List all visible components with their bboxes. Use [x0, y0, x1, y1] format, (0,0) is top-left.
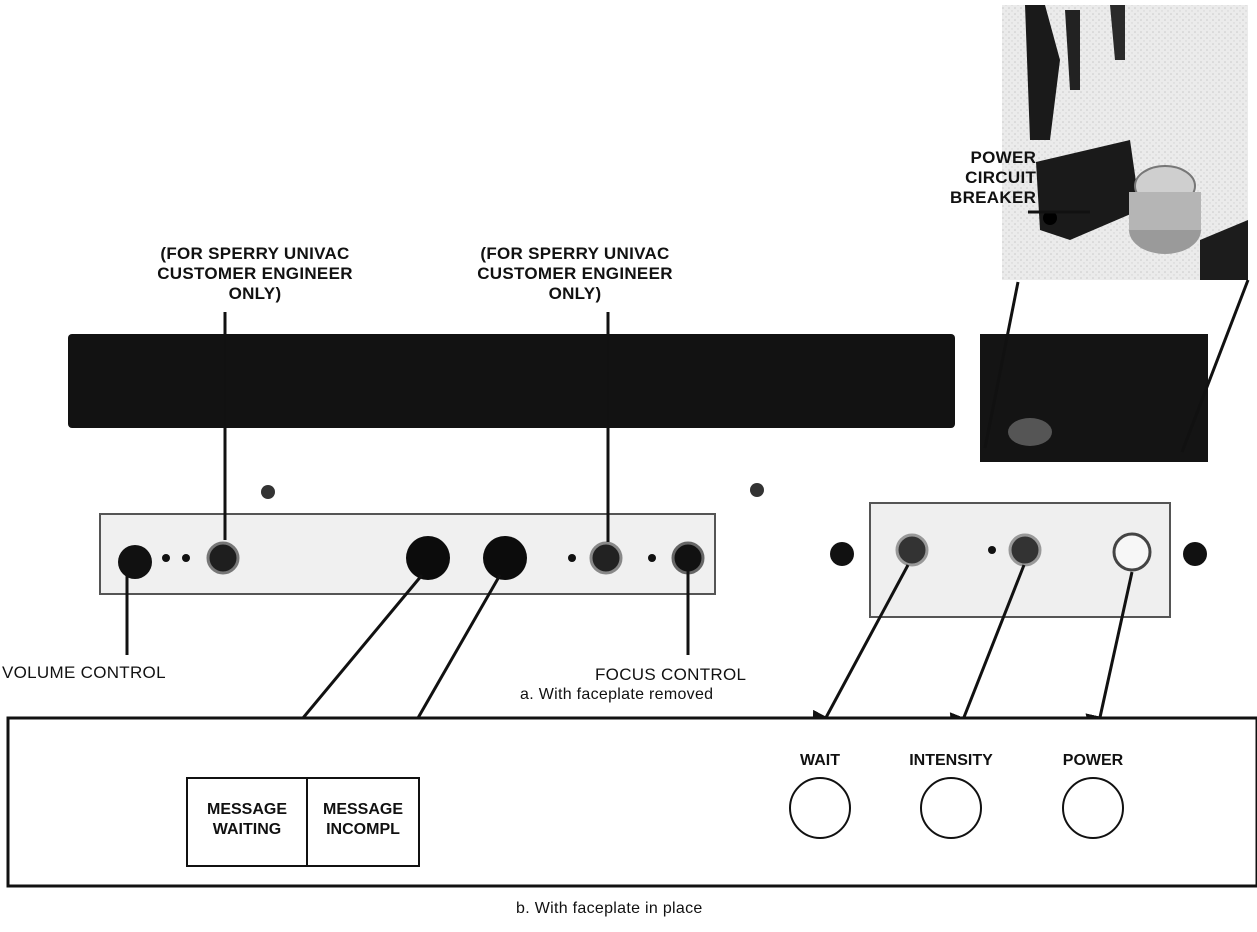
- intensity-label: INTENSITY: [909, 752, 993, 769]
- caption-a: a. With faceplate removed: [520, 686, 714, 703]
- intensity-button-circle: [920, 777, 982, 839]
- caption-b: b. With faceplate in place: [516, 900, 703, 917]
- volume-control-label: VOLUME CONTROL: [2, 663, 166, 682]
- power-label: POWER: [1062, 752, 1124, 769]
- message-incompl-label: MESSAGE INCOMPL: [322, 801, 403, 838]
- message-waiting-label: MESSAGE WAITING: [206, 801, 287, 838]
- ce-left-label: (FOR SPERRY UNIVAC CUSTOMER ENGINEER ONL…: [157, 244, 353, 303]
- breaker-cavity: [980, 334, 1208, 462]
- focus-control-label: FOCUS CONTROL: [595, 665, 747, 684]
- left-control-panel: [99, 483, 764, 595]
- ce-right-label: (FOR SPERRY UNIVAC CUSTOMER ENGINEER ONL…: [477, 244, 673, 303]
- power-button-circle: [1062, 777, 1124, 839]
- right-control-panel: [830, 502, 1207, 618]
- message-indicator-box: [186, 777, 420, 867]
- faceplate: [6, 716, 1257, 888]
- dark-bezel-strip: [68, 334, 955, 428]
- breaker-photo: [1002, 5, 1248, 280]
- power-breaker-label: POWER CIRCUIT BREAKER: [950, 148, 1037, 207]
- wait-button-circle: [789, 777, 851, 839]
- wait-label: WAIT: [800, 752, 840, 769]
